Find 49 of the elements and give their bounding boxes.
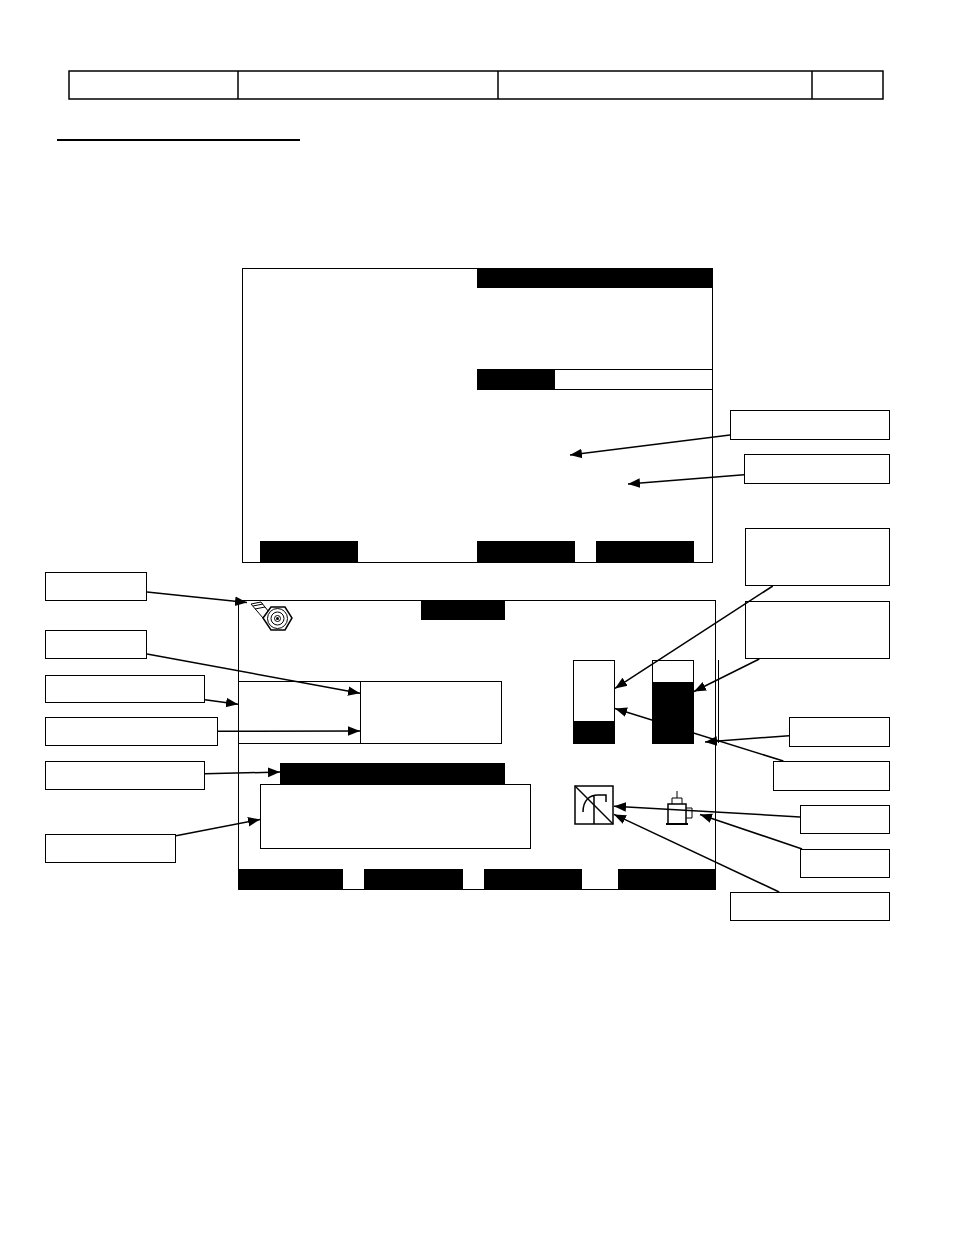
leader-line	[699, 813, 803, 850]
softkey	[260, 541, 358, 563]
screen-panel	[238, 600, 716, 890]
callout-box	[730, 410, 890, 440]
leader-line	[627, 474, 745, 488]
leader-line	[614, 585, 774, 690]
callout-box	[789, 717, 890, 747]
softkey	[484, 869, 582, 890]
callout-box	[745, 528, 890, 586]
leader-line	[704, 735, 790, 746]
screen-panel	[242, 268, 713, 563]
header-bar	[280, 763, 505, 784]
callout-box	[744, 454, 890, 484]
softkey	[364, 869, 463, 890]
callout-box	[45, 834, 176, 863]
leader-line	[614, 707, 785, 762]
softkey	[477, 541, 575, 563]
crossed-faucet-icon	[574, 785, 614, 825]
callout-box	[730, 892, 890, 921]
leader-line	[204, 697, 239, 708]
leader-line	[146, 653, 361, 696]
callout-box	[45, 761, 205, 790]
level-gauge	[652, 660, 694, 744]
callout-box	[45, 675, 205, 703]
leader-line	[146, 591, 248, 606]
leader-line	[613, 813, 780, 893]
leader-line	[569, 434, 731, 459]
leader-line	[175, 817, 261, 837]
callout-box	[45, 630, 147, 659]
callout-box	[773, 761, 890, 791]
softkey	[238, 869, 343, 890]
leader-line	[693, 658, 761, 693]
callout-box	[745, 601, 890, 659]
title-bar	[421, 600, 505, 620]
progress-bar	[477, 369, 713, 390]
level-gauge	[573, 660, 615, 744]
display-box	[360, 681, 502, 744]
leader-line	[613, 802, 801, 818]
leader-line	[204, 767, 281, 778]
callout-box	[800, 849, 890, 878]
leader-line	[217, 726, 361, 736]
display-box	[238, 681, 361, 744]
softkey	[618, 869, 716, 890]
title-bar	[477, 268, 713, 288]
softkey	[596, 541, 694, 563]
callout-box	[45, 572, 147, 601]
callout-box	[800, 805, 890, 834]
callout-box	[45, 717, 218, 746]
message-box	[260, 784, 531, 849]
